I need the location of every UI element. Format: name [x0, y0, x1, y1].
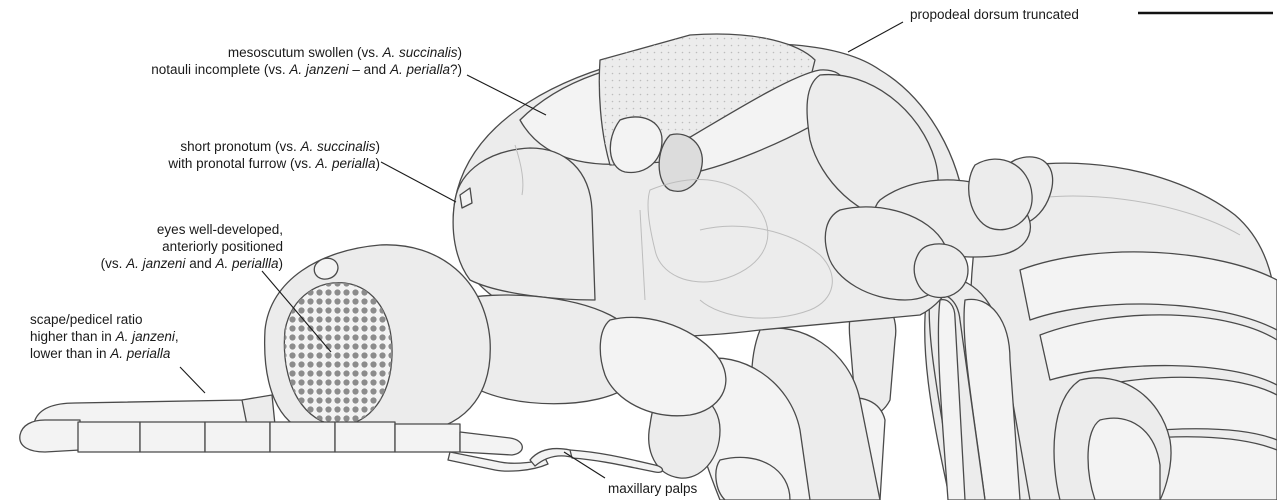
species-name: A. perialla: [390, 62, 450, 77]
species-name: A. janzeni: [289, 62, 348, 77]
annotation-line: anteriorly positioned: [101, 238, 283, 255]
annotation-line: scape/pedicel ratio: [30, 311, 179, 328]
leader-mesoscutum: [467, 75, 546, 115]
annotation-line: notauli incomplete (vs. A. janzeni – and…: [151, 61, 462, 78]
leader-scape: [180, 367, 205, 393]
annotation-line: (vs. A. janzeni and A. periallla): [101, 255, 283, 272]
annotation-line: with pronotal furrow (vs. A. perialla): [168, 155, 380, 172]
annotation-line: propodeal dorsum truncated: [910, 6, 1079, 23]
head: [265, 245, 491, 432]
label-propodeal-dorsum: propodeal dorsum truncated: [910, 6, 1079, 23]
species-name: A. succinalis: [382, 45, 457, 60]
species-name: A. janzeni: [126, 256, 185, 271]
annotation-line: eyes well-developed,: [101, 221, 283, 238]
annotation-line: short pronotum (vs. A. succinalis): [168, 138, 380, 155]
leader-propodeal: [848, 22, 903, 52]
annotation-line: higher than in A. janzeni,: [30, 328, 179, 345]
label-mesoscutum: mesoscutum swollen (vs. A. succinalis)no…: [151, 44, 462, 78]
species-name: A. perialla: [315, 156, 375, 171]
species-name: A. janzeni: [116, 329, 175, 344]
annotation-line: lower than in A. perialla: [30, 345, 179, 362]
species-name: A. succinalis: [300, 139, 375, 154]
label-maxillary-palps: maxillary palps: [608, 480, 697, 497]
species-name: A. periallla: [215, 256, 278, 271]
label-scape-pedicel: scape/pedicel ratiohigher than in A. jan…: [30, 311, 179, 362]
annotation-line: maxillary palps: [608, 480, 697, 497]
label-eyes: eyes well-developed,anteriorly positione…: [101, 221, 283, 272]
leader-pronotum: [381, 162, 456, 202]
species-name: A. perialla: [110, 346, 170, 361]
label-pronotum: short pronotum (vs. A. succinalis)with p…: [168, 138, 380, 172]
annotation-line: mesoscutum swollen (vs. A. succinalis): [151, 44, 462, 61]
